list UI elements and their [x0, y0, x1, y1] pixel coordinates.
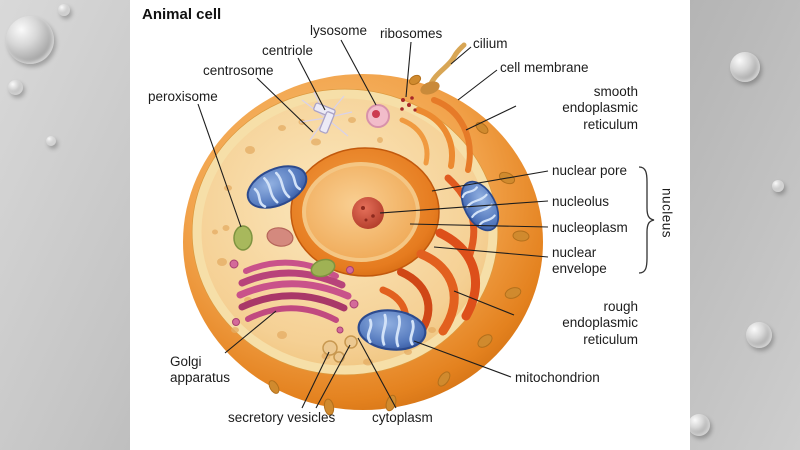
label-cilium: cilium — [473, 36, 508, 51]
lysosome-shape — [366, 104, 390, 128]
label-secretory-vesicles: secretory vesicles — [228, 410, 336, 425]
label-mitochondrion: mitochondrion — [515, 370, 600, 385]
slide-title: Animal cell — [142, 6, 222, 23]
leader-lines — [197, 39, 549, 409]
label-nuclear-pore: nuclear pore — [552, 163, 628, 178]
label-nucleoplasm: nucleoplasm — [552, 220, 628, 235]
label-nuclear-envelope: nuclear envelope — [552, 245, 607, 277]
water-droplet — [730, 52, 760, 82]
ribosomes-shape — [400, 96, 417, 112]
label-golgi-apparatus: Golgi apparatus — [170, 354, 231, 386]
water-droplet — [46, 136, 56, 146]
centriole-shape — [313, 102, 336, 134]
water-droplet — [772, 180, 784, 192]
label-lysosome: lysosome — [310, 23, 368, 38]
label-cell-membrane: cell membrane — [500, 60, 589, 75]
label-nucleus: nucleus — [659, 188, 675, 239]
animal-cell-illustration — [183, 39, 655, 416]
centrosome-shape — [299, 91, 353, 141]
label-peroxisome: peroxisome — [148, 89, 218, 104]
water-droplet — [8, 80, 23, 95]
nucleus-shape — [290, 147, 440, 277]
label-rough-er: rough endoplasmic reticulum — [562, 299, 638, 347]
golgi-shape — [236, 259, 352, 323]
membrane-pores — [268, 74, 530, 416]
secretory-vesicles-shape — [322, 335, 358, 363]
label-nucleolus: nucleolus — [552, 194, 610, 209]
nucleus-bracket — [638, 166, 655, 274]
golgi-vesicles — [229, 259, 359, 334]
water-droplet — [58, 4, 70, 16]
label-ribosomes: ribosomes — [380, 26, 443, 41]
label-centrosome: centrosome — [203, 63, 274, 78]
label-centriole: centriole — [262, 43, 314, 58]
pink-organelle — [266, 227, 294, 247]
slide-panel: Animal cell — [130, 0, 690, 450]
water-droplet — [688, 414, 710, 436]
label-cytoplasm: cytoplasm — [372, 410, 433, 425]
green-organelle — [310, 258, 336, 278]
peroxisome-shape — [233, 225, 253, 251]
water-droplet — [6, 16, 54, 64]
label-smooth-er: smooth endoplasmic reticulum — [562, 84, 638, 132]
cilium-shape — [420, 42, 467, 95]
water-droplet — [746, 322, 772, 348]
nucleolus-shape — [352, 197, 384, 229]
smooth-er-shape — [399, 97, 473, 173]
